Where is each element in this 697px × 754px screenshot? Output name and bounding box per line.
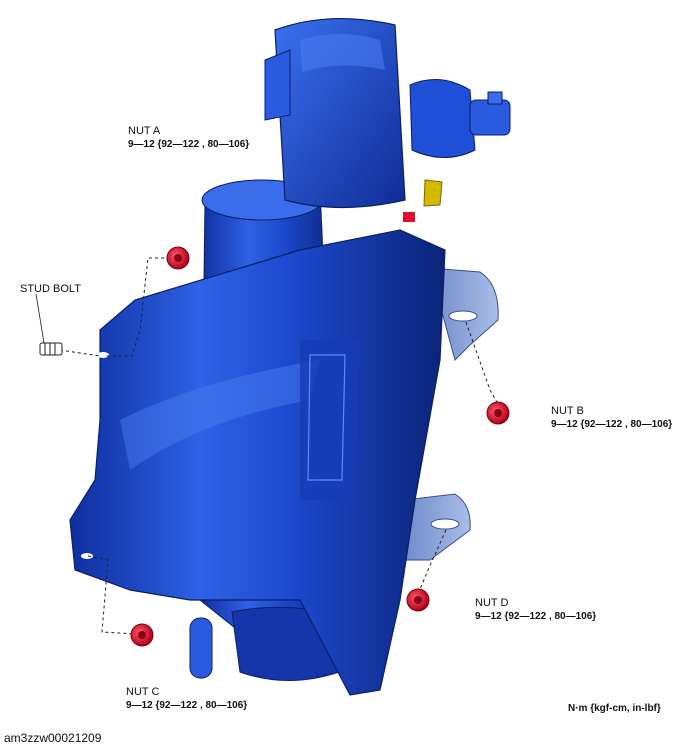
stud-bolt-label: STUD BOLT bbox=[20, 282, 81, 296]
nut-d-name: NUT D bbox=[475, 597, 509, 609]
yellow-accent bbox=[423, 179, 443, 207]
leader-nut-c bbox=[87, 555, 137, 635]
stud-bolt-icon bbox=[39, 342, 63, 356]
leader-stud bbox=[59, 349, 101, 357]
figure-id: am3zzw00021209 bbox=[4, 731, 102, 745]
nut-b-label: NUT B 9—12 {92—122 , 80—106} bbox=[551, 404, 672, 432]
valve-body bbox=[409, 79, 476, 158]
stud-bolt-name: STUD BOLT bbox=[20, 283, 81, 295]
nut-b-spec: 9—12 {92—122 , 80—106} bbox=[551, 419, 673, 430]
nut-a-name: NUT A bbox=[128, 125, 161, 137]
nut-c-icon bbox=[130, 623, 154, 647]
units-note: N·m {kgf-cm, in-lbf} bbox=[568, 703, 661, 714]
leader-nut-a bbox=[105, 257, 170, 357]
nut-d-spec: 9—12 {92—122 , 80—106} bbox=[475, 611, 597, 622]
nut-c-name: NUT C bbox=[126, 686, 160, 698]
nut-d-icon bbox=[406, 588, 430, 612]
nut-a-icon bbox=[166, 246, 190, 270]
leader-nut-b bbox=[465, 321, 499, 405]
nut-b-name: NUT B bbox=[551, 405, 584, 417]
nut-a-spec: 9—12 {92—122 , 80—106} bbox=[128, 139, 250, 150]
nut-d-label: NUT D 9—12 {92—122 , 80—106} bbox=[475, 596, 596, 624]
red-clip bbox=[403, 212, 415, 222]
valve-connector bbox=[469, 99, 511, 136]
leader-nut-d bbox=[417, 529, 447, 595]
slot-d bbox=[430, 518, 460, 530]
nut-b-icon bbox=[486, 401, 510, 425]
nut-a-label: NUT A 9—12 {92—122 , 80—106} bbox=[128, 124, 249, 152]
nut-c-label: NUT C 9—12 {92—122 , 80—106} bbox=[126, 685, 247, 713]
nut-c-spec: 9—12 {92—122 , 80—106} bbox=[126, 700, 248, 711]
slot-b bbox=[448, 310, 478, 322]
bottom-pipe bbox=[189, 617, 213, 679]
